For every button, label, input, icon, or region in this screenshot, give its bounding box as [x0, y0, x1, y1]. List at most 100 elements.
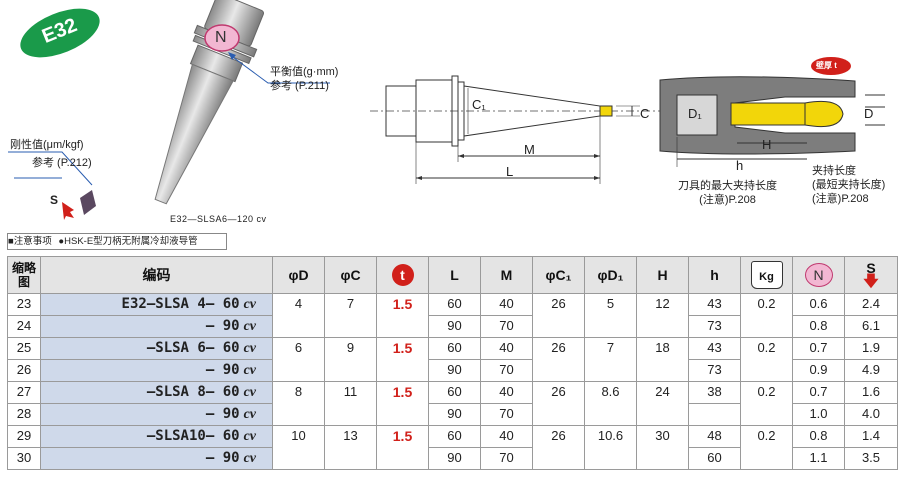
s-down-arrow-icon: 🡇	[863, 273, 879, 290]
product-code-suffix: cv	[243, 297, 256, 312]
phi-c1: 26	[532, 381, 585, 426]
notes-bar: ■注意事项 ●HSK-E型刀柄无附属冷却液导管	[7, 233, 227, 250]
wall-thickness-t: 1.5	[376, 293, 429, 338]
notes-bar-title: ■注意事项	[8, 236, 52, 247]
col-h-lower: h	[688, 256, 741, 294]
col-phic: φC	[324, 256, 377, 294]
clamp-note-min: 夹持长度 (最短夹持长度) (注意)P.208	[812, 165, 885, 206]
rigidity-s: 2.4	[844, 293, 898, 316]
product-code-base: — 90	[205, 318, 240, 334]
dim-h-lower: h	[736, 158, 744, 173]
length-l: 60	[428, 337, 481, 360]
phi-d: 10	[272, 425, 325, 470]
col-phic1: φC₁	[532, 256, 585, 294]
fig-number: 29	[7, 425, 41, 448]
spec-table: 缩略图 编码 φD φC t L M φC₁ φD₁ H h Kg N S 🡇	[7, 256, 898, 470]
weight-icon: Kg	[750, 261, 783, 289]
rigidity-s: 1.9	[844, 337, 898, 360]
rigidity-s: 4.9	[844, 359, 898, 382]
balance-value-ref: 参考 (P.211)	[270, 79, 329, 92]
product-code-suffix: cv	[243, 341, 256, 356]
product-code-base: — 90	[205, 450, 240, 466]
dim-c: C	[640, 106, 650, 121]
clamp-note-min-title: 夹持长度	[812, 165, 856, 177]
phi-d: 8	[272, 381, 325, 426]
s-arrow-shape	[62, 202, 74, 220]
phi-c: 7	[324, 293, 377, 338]
product-code-base: —SLSA10— 60	[146, 428, 240, 444]
phi-d1: 10.6	[584, 425, 637, 470]
tool-caption: E32—SLSA6—120 cv	[170, 214, 267, 224]
balance-n: 0.7	[792, 337, 845, 360]
product-code-base: —SLSA 6— 60	[146, 340, 240, 356]
tool-illustration	[8, 0, 330, 220]
clamp-note-max-title: 刀具的最大夹持长度	[678, 180, 777, 192]
rigidity-value-ref: 参考 (P.212)	[32, 156, 92, 169]
col-phid: φD	[272, 256, 325, 294]
balance-n: 0.7	[792, 381, 845, 404]
balance-value-title: 平衡值(g·mm)	[270, 66, 339, 78]
balance-n: 1.1	[792, 447, 845, 470]
weight-kg: 0.2	[740, 337, 793, 382]
length-m: 40	[480, 293, 533, 316]
length-l: 90	[428, 403, 481, 426]
rigidity-s: 1.6	[844, 381, 898, 404]
product-code-base: E32—SLSA 4— 60	[121, 296, 240, 312]
clamp-h-upper: 12	[636, 293, 689, 338]
length-m: 40	[480, 425, 533, 448]
length-l: 90	[428, 315, 481, 338]
product-code-suffix: cv	[243, 407, 256, 422]
rigidity-value-title: 刚性值(μm/kgf)	[10, 139, 84, 151]
t-header-badge: t	[391, 264, 414, 286]
clamp-h-lower: 48	[688, 425, 741, 448]
length-l: 60	[428, 381, 481, 404]
phi-d: 6	[272, 337, 325, 382]
length-m: 70	[480, 359, 533, 382]
clamp-detail-drawing	[659, 57, 885, 167]
dim-d1: D₁	[688, 106, 702, 121]
wall-thickness-t: 1.5	[376, 337, 429, 382]
clamp-h-lower: 73	[688, 359, 741, 382]
rigidity-s: 4.0	[844, 403, 898, 426]
col-phid1: φD₁	[584, 256, 637, 294]
clamp-h-upper: 18	[636, 337, 689, 382]
product-code-base: — 90	[205, 406, 240, 422]
fig-number: 23	[7, 293, 41, 316]
weight-kg: 0.2	[740, 293, 793, 338]
fig-number: 30	[7, 447, 41, 470]
fig-number: 25	[7, 337, 41, 360]
n-circle-shape	[204, 24, 240, 52]
clamp-note-max-ref: (注意)P.208	[699, 193, 756, 206]
product-code-suffix: cv	[243, 363, 256, 378]
product-code-suffix: cv	[243, 429, 256, 444]
balance-n: 0.9	[792, 359, 845, 382]
balance-n: 1.0	[792, 403, 845, 426]
col-l: L	[428, 256, 481, 294]
length-m: 40	[480, 381, 533, 404]
length-l: 90	[428, 359, 481, 382]
clamp-h-lower	[688, 403, 741, 426]
dim-c1: C₁	[472, 97, 486, 112]
clamp-note-min-sub: (最短夹持长度)	[812, 178, 886, 191]
clamp-note-max: 刀具的最大夹持长度 (注意)P.208	[678, 180, 777, 208]
phi-c1: 26	[532, 337, 585, 382]
fig-number: 28	[7, 403, 41, 426]
clamp-h-lower: 43	[688, 337, 741, 360]
phi-c: 13	[324, 425, 377, 470]
col-n: N	[792, 256, 845, 294]
balance-n: 0.8	[792, 315, 845, 338]
product-code-suffix: cv	[243, 451, 256, 466]
s-arrow-label: S	[50, 193, 59, 207]
fig-number: 26	[7, 359, 41, 382]
length-l: 90	[428, 447, 481, 470]
holder-dimension-drawing	[370, 75, 660, 184]
n-header-badge: N	[804, 263, 833, 287]
